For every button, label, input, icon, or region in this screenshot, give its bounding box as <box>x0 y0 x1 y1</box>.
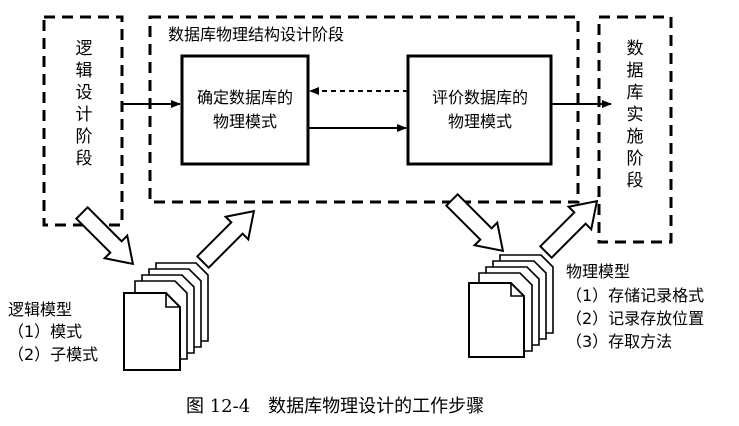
physical-model-item: （1）存储记录格式 <box>566 286 705 305</box>
logical-model-item: （2）子模式 <box>8 345 99 364</box>
physical-model-item: （2）记录存放位置 <box>566 309 705 328</box>
block-arrow-model-to-physical-stage <box>195 209 256 270</box>
block-arrow-physical-stage-to-model <box>444 192 505 253</box>
block-arrow-model-to-implementation <box>538 199 599 260</box>
physical-model-item: （3）存取方法 <box>566 332 673 351</box>
implementation-stage-frame <box>597 15 673 244</box>
logical-model-document-stack <box>123 262 209 371</box>
figure-caption: 图 12-4 数据库物理设计的工作步骤 <box>186 396 485 417</box>
block-arrow-logical-to-model <box>74 205 135 266</box>
physical-model-title: 物理模型 <box>566 262 631 281</box>
evaluate-physical-schema-text: 评价数据库的物理模式 <box>431 88 528 131</box>
physical-design-stage-title: 数据库物理结构设计阶段 <box>168 25 345 44</box>
physical-model-document-stack <box>468 254 554 358</box>
determine-physical-schema-text: 确定数据库的物理模式 <box>196 88 293 131</box>
evaluate-physical-schema-box <box>406 54 553 166</box>
logical-model-title: 逻辑模型 <box>8 300 73 319</box>
logical-design-stage-label: 逻辑设计阶段 <box>75 39 93 169</box>
logical-model-item: （1）模式 <box>8 322 83 341</box>
implementation-stage-label: 数据库实施阶段 <box>626 39 644 191</box>
determine-physical-schema-box <box>180 54 310 166</box>
